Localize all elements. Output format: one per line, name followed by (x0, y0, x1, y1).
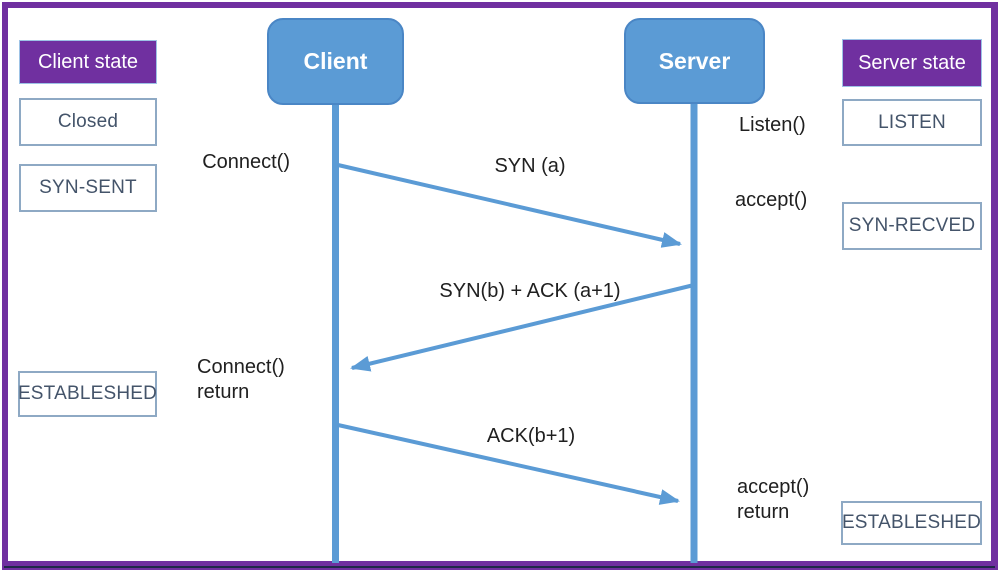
server-state-established: ESTABLESHED (841, 501, 982, 545)
annotation-listen: Listen() (739, 114, 806, 136)
client-state-established: ESTABLESHED (18, 371, 157, 417)
server-state-listen: LISTEN (842, 99, 982, 146)
server-state-established-label: ESTABLESHED (841, 512, 982, 533)
annotation-connect: Connect() (202, 151, 290, 173)
message-label-ack: ACK(b+1) (486, 425, 576, 447)
client-state-closed-label: Closed (57, 111, 119, 132)
annotation-connect-return: Connect() return (197, 356, 285, 404)
frame-bottom-line (4, 566, 995, 568)
server-state-header-label: Server state (858, 51, 966, 74)
server-state-syn-recved: SYN-RECVED (842, 202, 982, 250)
arrow-ack (337, 423, 680, 505)
message-label-syn: SYN (a) (494, 155, 566, 177)
client-state-established-label: ESTABLESHED (17, 383, 158, 404)
client-state-closed: Closed (19, 98, 157, 146)
server-state-header: Server state (842, 39, 982, 87)
client-actor-label: Client (303, 48, 368, 74)
annotation-accept: accept() (735, 189, 808, 211)
arrow-syn (337, 163, 682, 248)
server-state-syn-recved-label: SYN-RECVED (848, 215, 976, 236)
client-state-header: Client state (19, 40, 157, 84)
client-state-header-label: Client state (37, 50, 139, 73)
sequence-lines (332, 102, 698, 563)
server-actor-label: Server (658, 47, 731, 74)
client-state-syn-sent-label: SYN-SENT (39, 177, 137, 198)
client-actor-box: Client (267, 18, 404, 105)
annotation-accept-return: accept() return (737, 476, 810, 524)
diagram-canvas: Client Server Client state Closed SYN-SE… (8, 8, 991, 563)
arrow-syn-ack (350, 283, 695, 372)
server-state-listen-label: LISTEN (878, 111, 946, 133)
client-state-syn-sent: SYN-SENT (19, 164, 157, 212)
server-actor-box: Server (624, 18, 765, 104)
message-label-syn-ack: SYN(b) + ACK (a+1) (439, 280, 621, 302)
